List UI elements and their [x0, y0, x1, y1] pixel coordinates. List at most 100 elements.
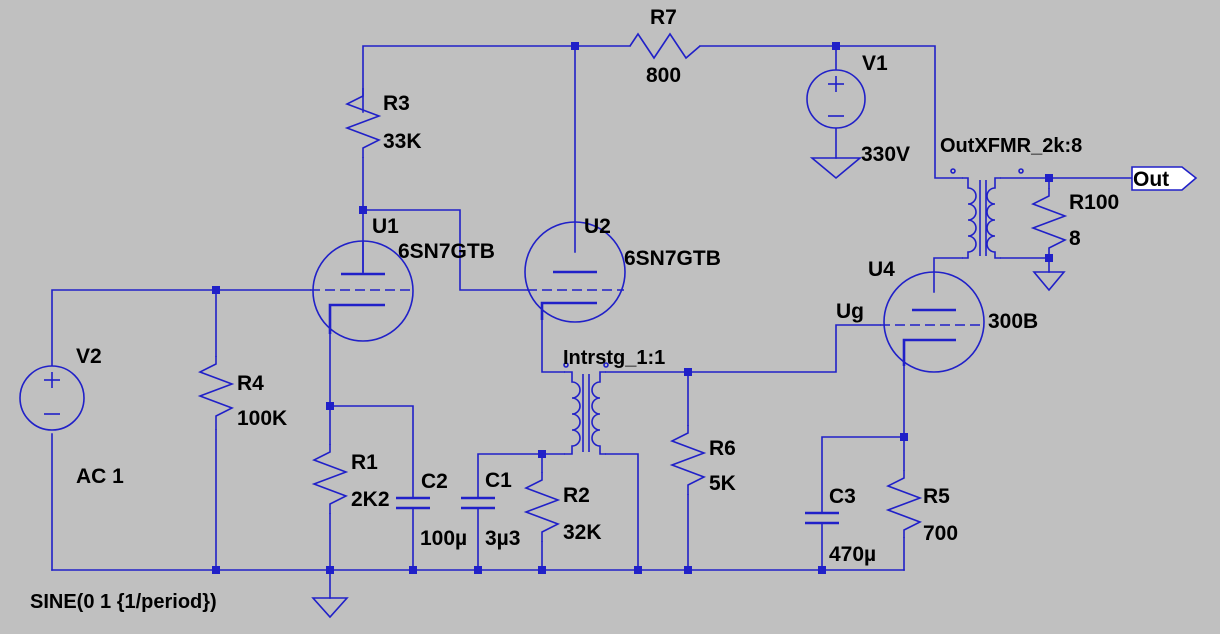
junction-dot [571, 42, 579, 50]
resistor-r2-symbol [523, 472, 561, 542]
resistor-r4-value: 100K [237, 407, 287, 430]
output-port[interactable]: Out [1131, 166, 1198, 191]
ground-symbol [809, 157, 863, 180]
ground-symbol [311, 597, 349, 619]
capacitor-c3-value: 470µ [829, 543, 876, 566]
junction-dot [1045, 254, 1053, 262]
triode-u1-envelope [312, 240, 414, 342]
resistor-r7-value: 800 [646, 64, 681, 87]
resistor-r6-symbol [669, 425, 707, 495]
voltage-source-v2-spec: SINE(0 1 {1/period}) [30, 591, 217, 613]
phase-dot-icon [1018, 168, 1024, 174]
triode-u4[interactable]: U4 300B [868, 258, 1038, 373]
resistor-r3-value: 33K [383, 130, 422, 153]
junction-dot [684, 368, 692, 376]
resistor-r2[interactable]: R2 32K [523, 472, 602, 544]
resistor-r3-symbol [344, 88, 382, 158]
resistor-r3[interactable]: R3 33K [344, 88, 422, 158]
capacitor-c2-value: 100µ [420, 527, 467, 550]
junction-dot [538, 566, 546, 574]
capacitor-c1-value: 3µ3 [485, 527, 520, 550]
resistor-r1-value: 2K2 [351, 488, 390, 511]
transformer-interstage-secondary [591, 371, 606, 455]
transformer-output-primary [962, 177, 977, 259]
junction-dot [900, 433, 908, 441]
resistor-r1[interactable]: R1 2K2 [311, 444, 390, 514]
triode-u2[interactable]: U2 6SN7GTB [524, 215, 721, 323]
triode-u4-envelope [883, 271, 985, 373]
ground-icon [311, 597, 349, 619]
resistor-r1-symbol [311, 444, 349, 514]
junction-dot [818, 566, 826, 574]
resistor-r4-ref: R4 [237, 372, 264, 395]
voltage-source-v2[interactable]: V2 AC 1 SINE(0 1 {1/period}) [19, 345, 217, 613]
transformer-output-secondary [986, 177, 1001, 259]
junction-dot [212, 566, 220, 574]
output-port-label: Out [1133, 168, 1169, 191]
resistor-r5-value: 700 [923, 522, 958, 545]
resistor-r5[interactable]: R5 700 [885, 470, 958, 545]
resistor-r7-ref: R7 [650, 6, 677, 29]
triode-u4-value: 300B [988, 310, 1038, 333]
ground-symbol [1032, 271, 1066, 292]
junction-dot [832, 42, 840, 50]
junction-dot [1045, 174, 1053, 182]
triode-u2-cathode [540, 301, 597, 320]
ground-icon [809, 157, 863, 180]
voltage-source-v1-value: 330V [861, 143, 910, 166]
transformer-output-ref: OutXFMR_2k:8 [940, 135, 1082, 157]
phase-dot-icon [603, 362, 609, 368]
resistor-r5-ref: R5 [923, 485, 950, 508]
junction-dot [212, 286, 220, 294]
triode-u4-ref: U4 [868, 258, 895, 281]
ground-icon [1032, 271, 1066, 292]
junction-dot [684, 566, 692, 574]
resistor-r6-ref: R6 [709, 437, 736, 460]
junction-dot [326, 402, 334, 410]
voltage-source-v2-value: AC 1 [76, 465, 124, 488]
resistor-r100-ref: R100 [1069, 191, 1119, 214]
capacitor-c2[interactable]: C2 100µ [396, 470, 467, 550]
triode-u2-value: 6SN7GTB [624, 247, 721, 270]
resistor-r6[interactable]: R6 5K [669, 425, 736, 495]
junction-dot [634, 566, 642, 574]
voltage-source-v2-ref: V2 [76, 345, 102, 368]
resistor-r100-value: 8 [1069, 227, 1081, 250]
triode-u1-ref: U1 [372, 215, 399, 238]
resistor-r7[interactable]: R7 800 [629, 6, 701, 87]
capacitor-c3-ref: C3 [829, 485, 856, 508]
voltage-source-v1[interactable]: V1 330V [806, 52, 910, 166]
transformer-output[interactable]: OutXFMR_2k:8 [940, 135, 1082, 259]
triode-u2-ref: U2 [584, 215, 611, 238]
triode-u4-cathode [902, 338, 956, 366]
output-port-flag [1131, 166, 1198, 191]
voltage-source-v2-body [19, 365, 85, 431]
capacitor-c3[interactable]: C3 470µ [805, 485, 876, 566]
triode-u1-value: 6SN7GTB [398, 240, 495, 263]
phase-dot-icon [950, 168, 956, 174]
capacitor-c2-ref: C2 [421, 470, 448, 493]
resistor-r7-symbol [629, 32, 701, 60]
resistor-r4[interactable]: R4 100K [197, 356, 287, 430]
junction-dot [326, 566, 334, 574]
transformer-interstage-primary [564, 371, 581, 455]
capacitor-c1-ref: C1 [485, 469, 512, 492]
net-label-ug: Ug [836, 300, 864, 323]
resistor-r6-value: 5K [709, 472, 736, 495]
resistor-r1-ref: R1 [351, 451, 378, 474]
triode-u2-envelope [524, 221, 626, 323]
junction-dot [409, 566, 417, 574]
resistor-r3-ref: R3 [383, 92, 410, 115]
resistor-r2-ref: R2 [563, 484, 590, 507]
junctions [212, 42, 1053, 574]
transformer-interstage[interactable]: Intrstg_1:1 [563, 347, 665, 455]
resistor-r100-symbol [1030, 188, 1068, 255]
triode-u1[interactable]: U1 6SN7GTB [310, 215, 495, 342]
resistor-r2-value: 32K [563, 521, 602, 544]
capacitor-c1[interactable]: C1 3µ3 [461, 469, 520, 550]
transformer-interstage-ref: Intrstg_1:1 [563, 347, 665, 369]
triode-u1-cathode [328, 303, 385, 334]
voltage-source-v1-ref: V1 [862, 52, 888, 75]
resistor-r100[interactable]: R100 8 [1030, 188, 1119, 255]
